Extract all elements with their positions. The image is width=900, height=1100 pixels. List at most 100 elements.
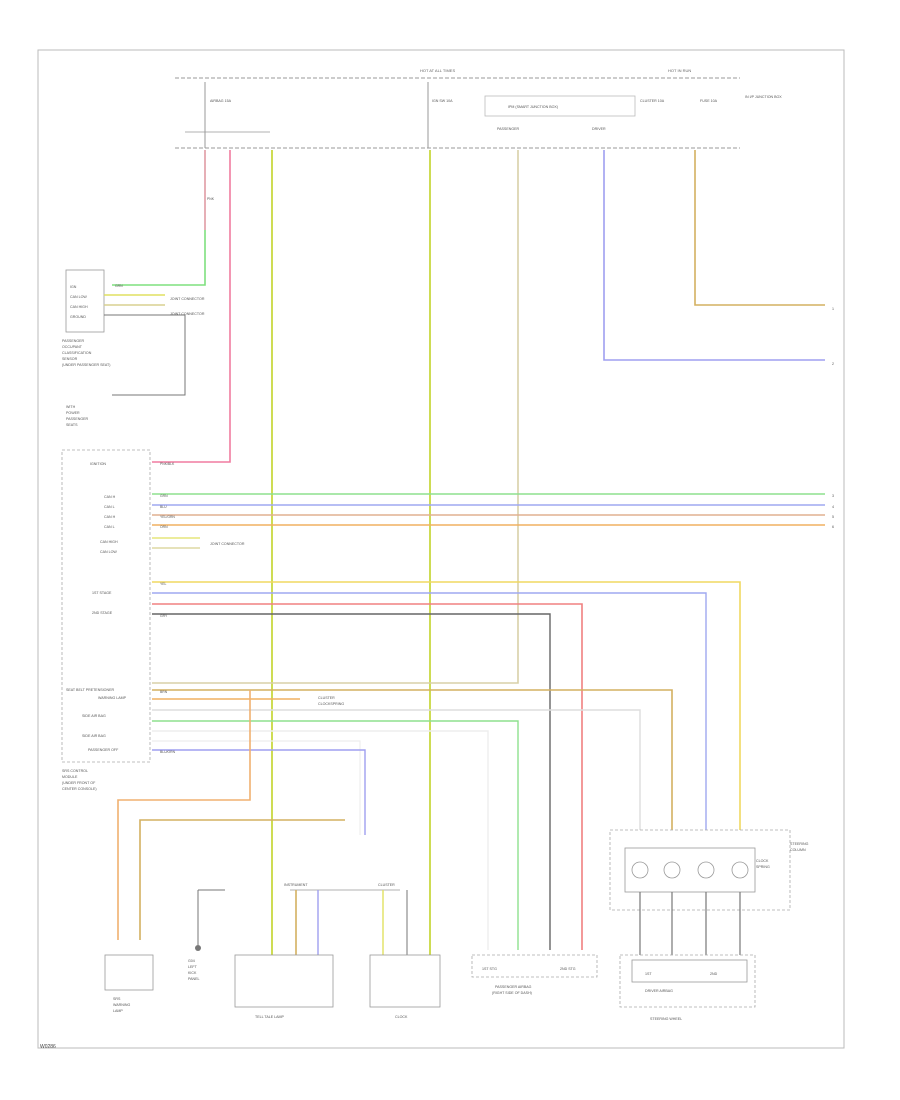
- driver-airbag-sub: STEERING WHEEL: [650, 1017, 682, 1021]
- clockspring-leads: [639, 892, 741, 955]
- relay-driver-label: DRIVER: [592, 127, 606, 131]
- srs-warning-lamp-name: SRS WARNING LAMP: [113, 997, 130, 1013]
- svg-text:6: 6: [832, 525, 834, 529]
- srs-splice-label: JOINT CONNECTOR: [210, 542, 245, 546]
- clockspring-coil-2: [663, 861, 681, 879]
- clockspring-coil-4: [731, 861, 749, 879]
- occ-pin-3: CAN HIGH: [70, 305, 88, 309]
- ign-fuse-label: IGN SW 10A: [432, 99, 453, 103]
- clock-box: [369, 954, 441, 1008]
- wire-brn-pretensioner: [152, 689, 673, 830]
- svg-text:WARNING: WARNING: [113, 1003, 130, 1007]
- hot-at-all-times-label: HOT AT ALL TIMES: [420, 68, 455, 73]
- svg-text:SEATS: SEATS: [66, 423, 78, 427]
- wire-blue-driver: [603, 150, 825, 361]
- svg-text:KICK: KICK: [188, 971, 197, 975]
- wire-grn-side-1b: [152, 720, 519, 950]
- wire-label-top-pnk: PNK: [207, 197, 215, 201]
- svg-text:2: 2: [832, 362, 834, 366]
- occupant-sensor-box: [65, 269, 105, 333]
- occupant-sensor-name: PASSENGER OCCUPANT CLASSIFICATION SENSOR…: [62, 339, 110, 367]
- svg-text:LEFT: LEFT: [188, 965, 198, 969]
- relay-box: [484, 95, 636, 117]
- occ-splice-a: JOINT CONNECTOR: [170, 297, 205, 301]
- cluster-fuse-label: CLUSTER 10A: [640, 99, 665, 103]
- svg-text:SPRING: SPRING: [756, 865, 770, 869]
- wire-yel-driver-1st: [152, 581, 741, 830]
- svg-text:SRS CONTROL: SRS CONTROL: [62, 769, 88, 773]
- svg-text:SENSOR: SENSOR: [62, 357, 78, 361]
- wire-label-orn: ORN: [160, 525, 168, 529]
- wire-label-pink: PNK/BLK: [160, 462, 175, 466]
- wire-brn-warning-lamp: [139, 819, 345, 940]
- srs-warning-lamp-box: [104, 954, 154, 991]
- wire-label-yel-grn: YEL/GRN: [160, 515, 175, 519]
- svg-text:G04: G04: [188, 959, 195, 963]
- svg-text:PASSENGER: PASSENGER: [66, 417, 89, 421]
- svg-text:WITH: WITH: [66, 405, 76, 409]
- srs-pin-can-low: CAN LOW: [100, 550, 117, 554]
- wire-label-occ-grn: GRN: [115, 284, 123, 288]
- svg-text:CENTER CONSOLE): CENTER CONSOLE): [62, 787, 97, 791]
- srs-pin-can-l-1: CAN L: [104, 505, 115, 509]
- wire-tan-passenger: [152, 150, 519, 684]
- srs-module-box: [61, 449, 151, 763]
- svg-text:(UNDER PASSENGER SEAT): (UNDER PASSENGER SEAT): [62, 363, 110, 367]
- right-edge-numbers: 1 2 3 4 5 6: [832, 307, 834, 529]
- wire-red-passenger-2nd: [152, 603, 583, 950]
- svg-text:STEERING: STEERING: [790, 842, 809, 846]
- srs-pin-1st-stage: 1ST STAGE: [92, 591, 112, 595]
- driver-pin-2: 2ND: [710, 972, 718, 976]
- svg-text:LAMP: LAMP: [113, 1009, 123, 1013]
- airbag-fuse-label: AIRBAG 15A: [210, 99, 232, 103]
- svg-text:PANEL: PANEL: [188, 977, 200, 981]
- passenger-airbag-box: [471, 954, 598, 978]
- occ-pin-1: IGN: [70, 285, 77, 289]
- clockspring-note: STEERING COLUMN: [790, 842, 809, 852]
- clock-name: CLOCK: [395, 1015, 408, 1019]
- occupant-ground-label: WITH POWER PASSENGER SEATS: [66, 405, 89, 427]
- passenger-pin-1: 1ST STG: [482, 967, 497, 971]
- wire-label-blu: BLU: [160, 505, 167, 509]
- wire-label-brn: BRN: [160, 690, 168, 694]
- occ-pin-4: GROUND: [70, 315, 86, 319]
- srs-pin-ignition: IGNITION: [90, 462, 106, 466]
- driver-airbag-name: DRIVER AIRBAG: [645, 989, 673, 993]
- driver-airbag-box: [631, 959, 748, 983]
- wire-pink-srs-ign: [152, 150, 231, 463]
- svg-text:COLUMN: COLUMN: [790, 848, 806, 852]
- telltale-lamp-name: TELL TALE LAMP: [255, 1015, 284, 1019]
- hot-in-run-label: HOT IN RUN: [668, 68, 691, 73]
- srs-module-name: SRS CONTROL MODULE (UNDER FRONT OF CENTE…: [62, 769, 97, 791]
- wire-label-grn: GRN: [160, 494, 168, 498]
- passenger-airbag-name: PASSENGER AIRBAG: [495, 985, 532, 989]
- telltale-top-b-label: CLUSTER: [378, 883, 395, 887]
- wire-ground: [197, 889, 225, 945]
- svg-text:(UNDER FRONT OF: (UNDER FRONT OF: [62, 781, 96, 785]
- telltale-top-label: INSTRUMENT: [284, 883, 308, 887]
- wire-wht-side-2: [152, 730, 489, 950]
- svg-text:CLOCK: CLOCK: [756, 859, 769, 863]
- wire-blu-pass-off: [152, 749, 366, 835]
- wire-label-gry: GRY: [160, 614, 168, 618]
- srs-pin-can-l-2: CAN L: [104, 525, 115, 529]
- svg-text:CLASSIFICATION: CLASSIFICATION: [62, 351, 92, 355]
- svg-text:MODULE: MODULE: [62, 775, 78, 779]
- fuse-d-label: FUSE 10A: [700, 99, 718, 103]
- wire-wht-pass-off: [152, 740, 361, 835]
- figure-code: W0286: [40, 1044, 56, 1050]
- srs-pin-2nd-stage: 2ND STAGE: [92, 611, 113, 615]
- wire-orn-warning-lamp: [117, 690, 251, 940]
- svg-text:4: 4: [832, 505, 834, 509]
- svg-text:3: 3: [832, 494, 834, 498]
- ground-symbol: [195, 945, 201, 951]
- wire-label-blu-orn: BLU/ORN: [160, 750, 176, 754]
- wire-occ-ground: [104, 314, 186, 396]
- srs-pin-can-high: CAN HIGH: [100, 540, 118, 544]
- svg-text:OCCUPANT: OCCUPANT: [62, 345, 83, 349]
- right-note-label: IN I/P JUNCTION BOX: [745, 95, 782, 99]
- telltale-lamp-box: [234, 954, 334, 1008]
- srs-splice-2b-label: CLOCKSPRING: [318, 702, 344, 706]
- srs-pin-can-h-1: CAN H: [104, 495, 116, 499]
